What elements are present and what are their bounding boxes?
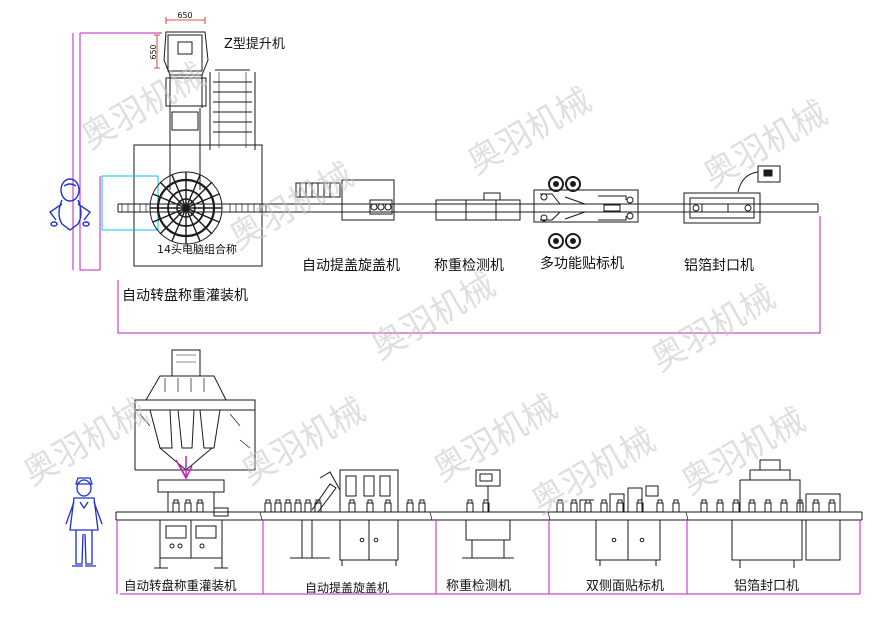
section-dividers (116, 520, 861, 595)
operator-side-icon (65, 477, 103, 567)
bottom-elevation-view: 自动转盘称重灌装机 自动提盖旋盖机 称重检测机 双侧面贴标机 铝箔封口机 (65, 349, 863, 595)
layout-boundary (72, 32, 821, 334)
rotary-weigher-dial (149, 171, 223, 245)
dimension-width: 650 (177, 11, 192, 20)
double-side-labeler-elevation (579, 485, 661, 566)
dimension-markers: 650 650 (149, 11, 206, 69)
multihead-weigher-elevation (134, 349, 256, 471)
bottom-label-checkweigher: 称重检测机 (446, 578, 511, 594)
watermark-text: 奥羽机械 (223, 155, 361, 258)
top-label-labeler: 多功能贴标机 (540, 255, 624, 272)
bottom-label-sealer: 铝箔封口机 (734, 578, 799, 594)
foil-sealer-elevation (731, 459, 841, 568)
checkweigher-top (435, 192, 521, 221)
watermark-text: 奥羽机械 (461, 80, 599, 183)
watermark-text: 奥羽机械 (675, 400, 813, 503)
z-elevator-label: Z型提升机 (224, 36, 285, 52)
capper-top (295, 179, 395, 221)
bottom-label-filler: 自动转盘称重灌装机 (124, 578, 237, 593)
checkweigher-elevation (462, 469, 514, 559)
top-label-capper: 自动提盖旋盖机 (302, 258, 400, 274)
top-label-checkweigher: 称重检测机 (434, 258, 504, 274)
watermark-text: 奥羽机械 (697, 93, 835, 196)
operator-top-icon (49, 178, 91, 231)
sealer-top (683, 165, 781, 224)
bottom-label-capper: 自动提盖旋盖机 (305, 580, 389, 595)
conveyor-bottles (172, 499, 836, 513)
top-conveyor (117, 203, 819, 213)
watermark-text: 奥羽机械 (365, 265, 503, 368)
weigher-inner-label: 14头电脑组合称 (157, 242, 237, 256)
watermark-text: 奥羽机械 (645, 277, 783, 380)
watermark-text: 奥羽机械 (427, 387, 565, 490)
dimension-depth: 650 (149, 44, 158, 59)
capper-elevation (290, 469, 399, 566)
filler-base-elevation (154, 479, 229, 569)
top-label-filler: 自动转盘称重灌装机 (122, 287, 248, 304)
bottom-label-labeler: 双侧面贴标机 (586, 579, 664, 594)
top-plan-view: 650 650 Z型提升机 (49, 11, 821, 334)
z-elevator-top (163, 31, 256, 190)
top-label-sealer: 铝箔封口机 (684, 258, 754, 274)
drop-arrow (175, 456, 193, 480)
labeler-top (533, 176, 639, 249)
